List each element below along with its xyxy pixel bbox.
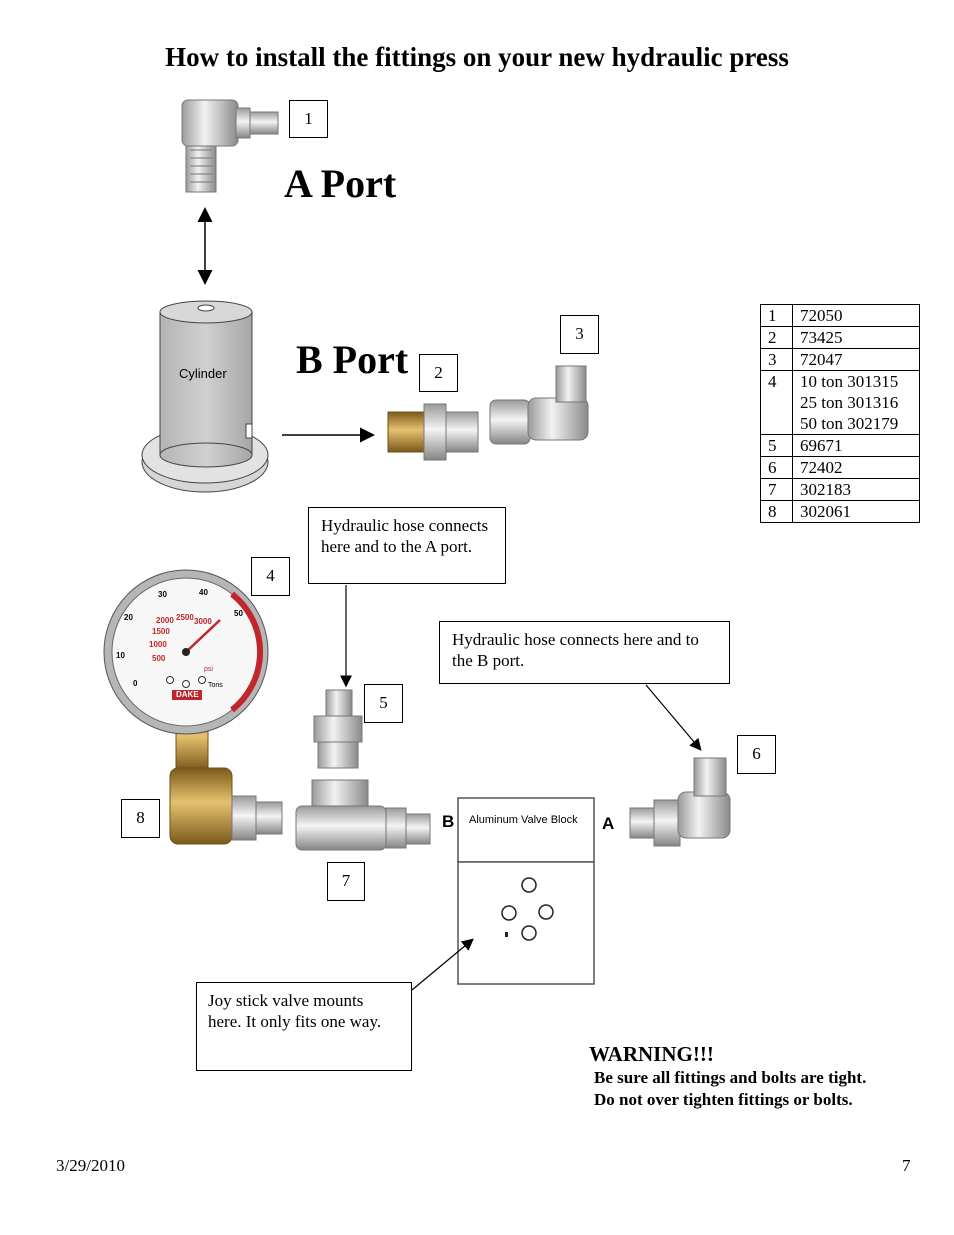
part-number: 2 [760,326,793,349]
b-port-label: B Port [296,337,409,382]
callout-1: 1 [289,100,328,138]
callout-4: 4 [251,557,290,596]
gauge-unit-tons: Tons [208,682,223,689]
part-number: 6 [760,456,793,479]
pressure-gauge [103,569,269,771]
gauge-tick: 1000 [149,640,167,649]
part-value: 72402 [792,456,920,479]
gauge-tick: 1500 [152,627,170,636]
gauge-tick: 20 [124,613,133,622]
a-port-label: A Port [284,161,397,206]
part-value-line: 25 ton 301316 [800,393,899,412]
callout-6: 6 [737,735,776,774]
valve-block [457,797,595,985]
fitting-3-elbow [489,365,589,445]
footer-page-number: 7 [902,1156,911,1175]
cylinder [141,300,269,493]
part-value: 10 ton 301315 25 ton 301316 50 ton 302179 [792,370,920,435]
note-b-hose: Hydraulic hose connects here and to the … [439,621,730,684]
gauge-unit-psi: psi [204,666,213,673]
note-joystick: Joy stick valve mounts here. It only fit… [196,982,412,1071]
part-value: 69671 [792,434,920,457]
page-title: How to install the fittings on your new … [165,42,789,72]
callout-2: 2 [419,354,458,392]
warning-line-1: Be sure all fittings and bolts are tight… [594,1068,867,1087]
gauge-brand: DAKE [176,690,199,699]
valve-port-a: A [602,814,615,833]
part-value-line: 10 ton 301315 [800,372,899,391]
callout-5: 5 [364,684,403,723]
fitting-6-elbow [629,757,731,847]
fitting-7-tee [295,779,431,851]
fitting-8-elbow [169,767,283,845]
gauge-tick: 50 [234,609,243,618]
part-value: 302061 [792,500,920,523]
part-value: 72047 [792,348,920,371]
part-number: 5 [760,434,793,457]
callout-3: 3 [560,315,599,354]
callout-7: 7 [327,862,365,901]
table-row: 4 10 ton 301315 25 ton 301316 50 ton 302179 [760,370,920,435]
warning-line-2: Do not over tighten fittings or bolts. [594,1090,853,1109]
part-value-line: 50 ton 302179 [800,414,899,433]
gauge-tick: 10 [116,651,125,660]
warning-heading: WARNING!!! [589,1042,714,1066]
fitting-5-straight [313,689,363,769]
part-value: 302183 [792,478,920,501]
note-a-hose: Hydraulic hose connects here and to the … [308,507,506,584]
part-number: 4 [760,370,793,435]
fitting-1-elbow [181,99,279,193]
gauge-tick: 500 [152,654,166,663]
part-number: 3 [760,348,793,371]
gauge-tick: 40 [199,588,208,597]
part-number: 7 [760,478,793,501]
gauge-tick: 2500 [176,613,194,622]
gauge-tick: 3000 [194,617,212,626]
footer-date: 3/29/2010 [56,1156,125,1175]
gauge-tick: 0 [133,679,138,688]
part-value: 72050 [792,304,920,327]
valve-block-label: Aluminum Valve Block [469,814,578,826]
part-number: 1 [760,304,793,327]
cylinder-label: Cylinder [179,366,227,381]
fitting-2-straight [387,403,479,461]
part-value: 73425 [792,326,920,349]
part-number: 8 [760,500,793,523]
callout-8: 8 [121,799,160,838]
valve-port-b: B [442,812,455,831]
gauge-tick: 2000 [156,616,174,625]
gauge-tick: 30 [158,590,167,599]
